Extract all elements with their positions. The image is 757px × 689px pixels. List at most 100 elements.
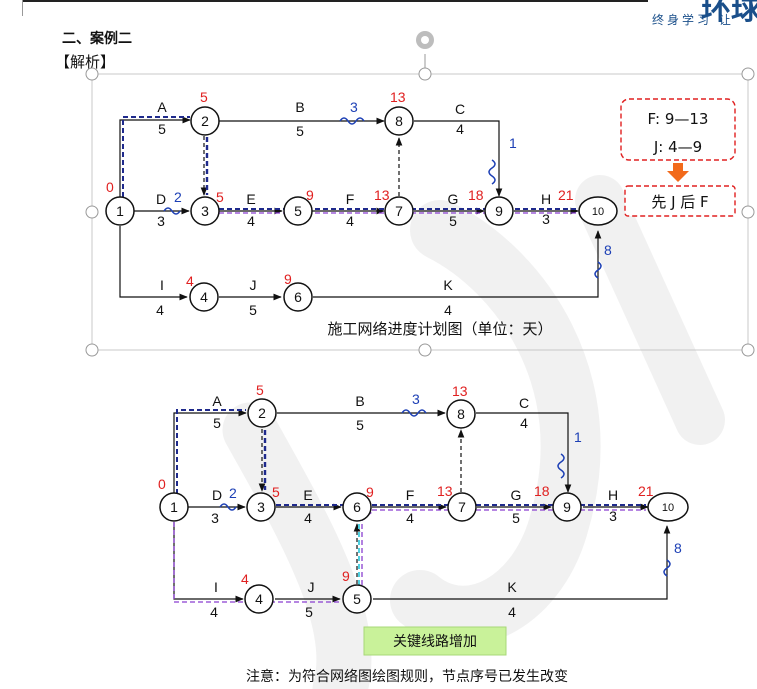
node-1: 1 xyxy=(159,492,189,522)
node-2: 2 xyxy=(247,398,277,428)
diagram1-caption: 施工网络进度计划图（单位：天） xyxy=(327,320,552,338)
early-time: 21 xyxy=(558,187,574,203)
activity-name: B xyxy=(355,393,364,409)
activity-name: D xyxy=(212,487,222,503)
node-4: 4 xyxy=(244,584,274,614)
diagram2-note: 注意：为符合网络图绘图规则，节点序号已发生改变 xyxy=(246,668,568,685)
svg-text:6: 6 xyxy=(294,289,302,305)
node-3: 3 xyxy=(190,196,220,226)
early-time: 18 xyxy=(468,187,484,203)
early-time: 4 xyxy=(186,273,194,289)
side-box-line1: F: 9—13 xyxy=(648,110,709,128)
down-arrow-icon xyxy=(667,163,689,182)
svg-text:9: 9 xyxy=(563,499,571,515)
activity-name: I xyxy=(214,579,218,595)
watermark xyxy=(222,175,725,689)
node-6: 6 xyxy=(283,282,313,312)
resize-handle[interactable] xyxy=(741,205,755,219)
diagram1-frame[interactable] xyxy=(85,31,755,357)
activity-duration: 3 xyxy=(542,211,550,227)
activity-duration: 4 xyxy=(304,510,312,526)
header-rule xyxy=(0,0,648,16)
activity-duration: 4 xyxy=(456,121,464,137)
resize-handle[interactable] xyxy=(85,67,99,81)
node-7: 7 xyxy=(384,196,414,226)
activity-duration: 4 xyxy=(156,302,164,318)
activity-name: A xyxy=(212,393,222,409)
activity-duration: 4 xyxy=(346,213,354,229)
svg-text:7: 7 xyxy=(458,499,466,515)
activity-name: F xyxy=(406,487,415,503)
brand-logo-area: 环球 终身学习 让 xyxy=(648,0,757,30)
node-8: 8 xyxy=(446,399,476,429)
node-1: 1 xyxy=(105,196,135,226)
section-title: 二、案例二 xyxy=(62,31,132,47)
activity-duration: 5 xyxy=(305,604,313,620)
activity-duration: 3 xyxy=(211,510,219,526)
svg-text:1: 1 xyxy=(116,203,124,219)
resize-handle[interactable] xyxy=(418,67,432,81)
svg-text:关键线路增加: 关键线路增加 xyxy=(393,634,477,650)
early-time: 13 xyxy=(390,89,406,105)
early-time: 18 xyxy=(534,483,550,499)
resize-handle[interactable] xyxy=(418,343,432,357)
analysis-label: 【解析】 xyxy=(55,53,116,71)
activity-name: H xyxy=(541,191,551,207)
brand-slogan: 终身学习 让 xyxy=(652,13,734,27)
node-7: 7 xyxy=(447,492,477,522)
diagram2-nodes: 1 2 3 6 7 9 10 8 4 5 xyxy=(159,398,689,614)
activity-duration: 5 xyxy=(512,510,520,526)
side-annotation: F: 9—13 J: 4—9 先 J 后 F xyxy=(620,98,736,217)
svg-text:7: 7 xyxy=(395,203,403,219)
activity-duration: 4 xyxy=(508,604,516,620)
activity-duration: 5 xyxy=(213,415,221,431)
free-float: 3 xyxy=(350,99,358,115)
svg-text:10: 10 xyxy=(592,206,604,218)
resize-handle[interactable] xyxy=(85,205,99,219)
activity-duration: 5 xyxy=(449,213,457,229)
activity-duration: 5 xyxy=(356,417,364,433)
node-10: 10 xyxy=(578,196,618,226)
resize-handle[interactable] xyxy=(85,343,99,357)
free-float: 1 xyxy=(509,135,517,151)
early-time: 0 xyxy=(158,476,166,492)
side-action: 先 J 后 F xyxy=(651,193,708,211)
early-time: 9 xyxy=(306,187,314,203)
free-float: 8 xyxy=(604,242,612,258)
diagram1-free-floats: 3 2 1 8 xyxy=(174,99,612,258)
activity-name: H xyxy=(608,487,618,503)
node-5: 5 xyxy=(342,584,372,614)
activity-name: F xyxy=(346,191,355,207)
activity-name: A xyxy=(157,99,167,115)
early-time: 13 xyxy=(437,483,453,499)
activity-name: J xyxy=(250,277,257,293)
diagram2-early-times: 0 5 5 9 13 18 21 13 4 9 xyxy=(158,382,654,587)
svg-text:9: 9 xyxy=(495,203,503,219)
brand-logo: 环球 xyxy=(701,0,757,27)
early-time: 5 xyxy=(200,89,208,105)
svg-text:4: 4 xyxy=(200,289,208,305)
early-time: 5 xyxy=(216,189,224,205)
activity-name: K xyxy=(443,277,453,293)
activity-duration: 4 xyxy=(210,604,218,620)
svg-text:5: 5 xyxy=(294,203,302,219)
svg-text:8: 8 xyxy=(457,406,465,422)
diagram2-free-floats: 3 2 1 8 xyxy=(229,391,682,556)
side-box-line2: J: 4—9 xyxy=(653,138,702,156)
resize-handle[interactable] xyxy=(741,343,755,357)
activity-name: E xyxy=(246,191,255,207)
node-9: 9 xyxy=(484,196,514,226)
diagram1-early-times: 0 5 5 9 13 18 21 13 4 9 xyxy=(106,89,574,289)
node-8: 8 xyxy=(384,106,414,136)
node-6: 6 xyxy=(342,492,372,522)
resize-handle[interactable] xyxy=(741,67,755,81)
node-9: 9 xyxy=(552,492,582,522)
svg-text:1: 1 xyxy=(170,499,178,515)
activity-duration: 5 xyxy=(296,123,304,139)
node-3: 3 xyxy=(246,492,276,522)
node-5: 5 xyxy=(283,196,313,226)
free-float: 1 xyxy=(574,429,582,445)
svg-text:5: 5 xyxy=(353,591,361,607)
early-time: 5 xyxy=(256,382,264,398)
